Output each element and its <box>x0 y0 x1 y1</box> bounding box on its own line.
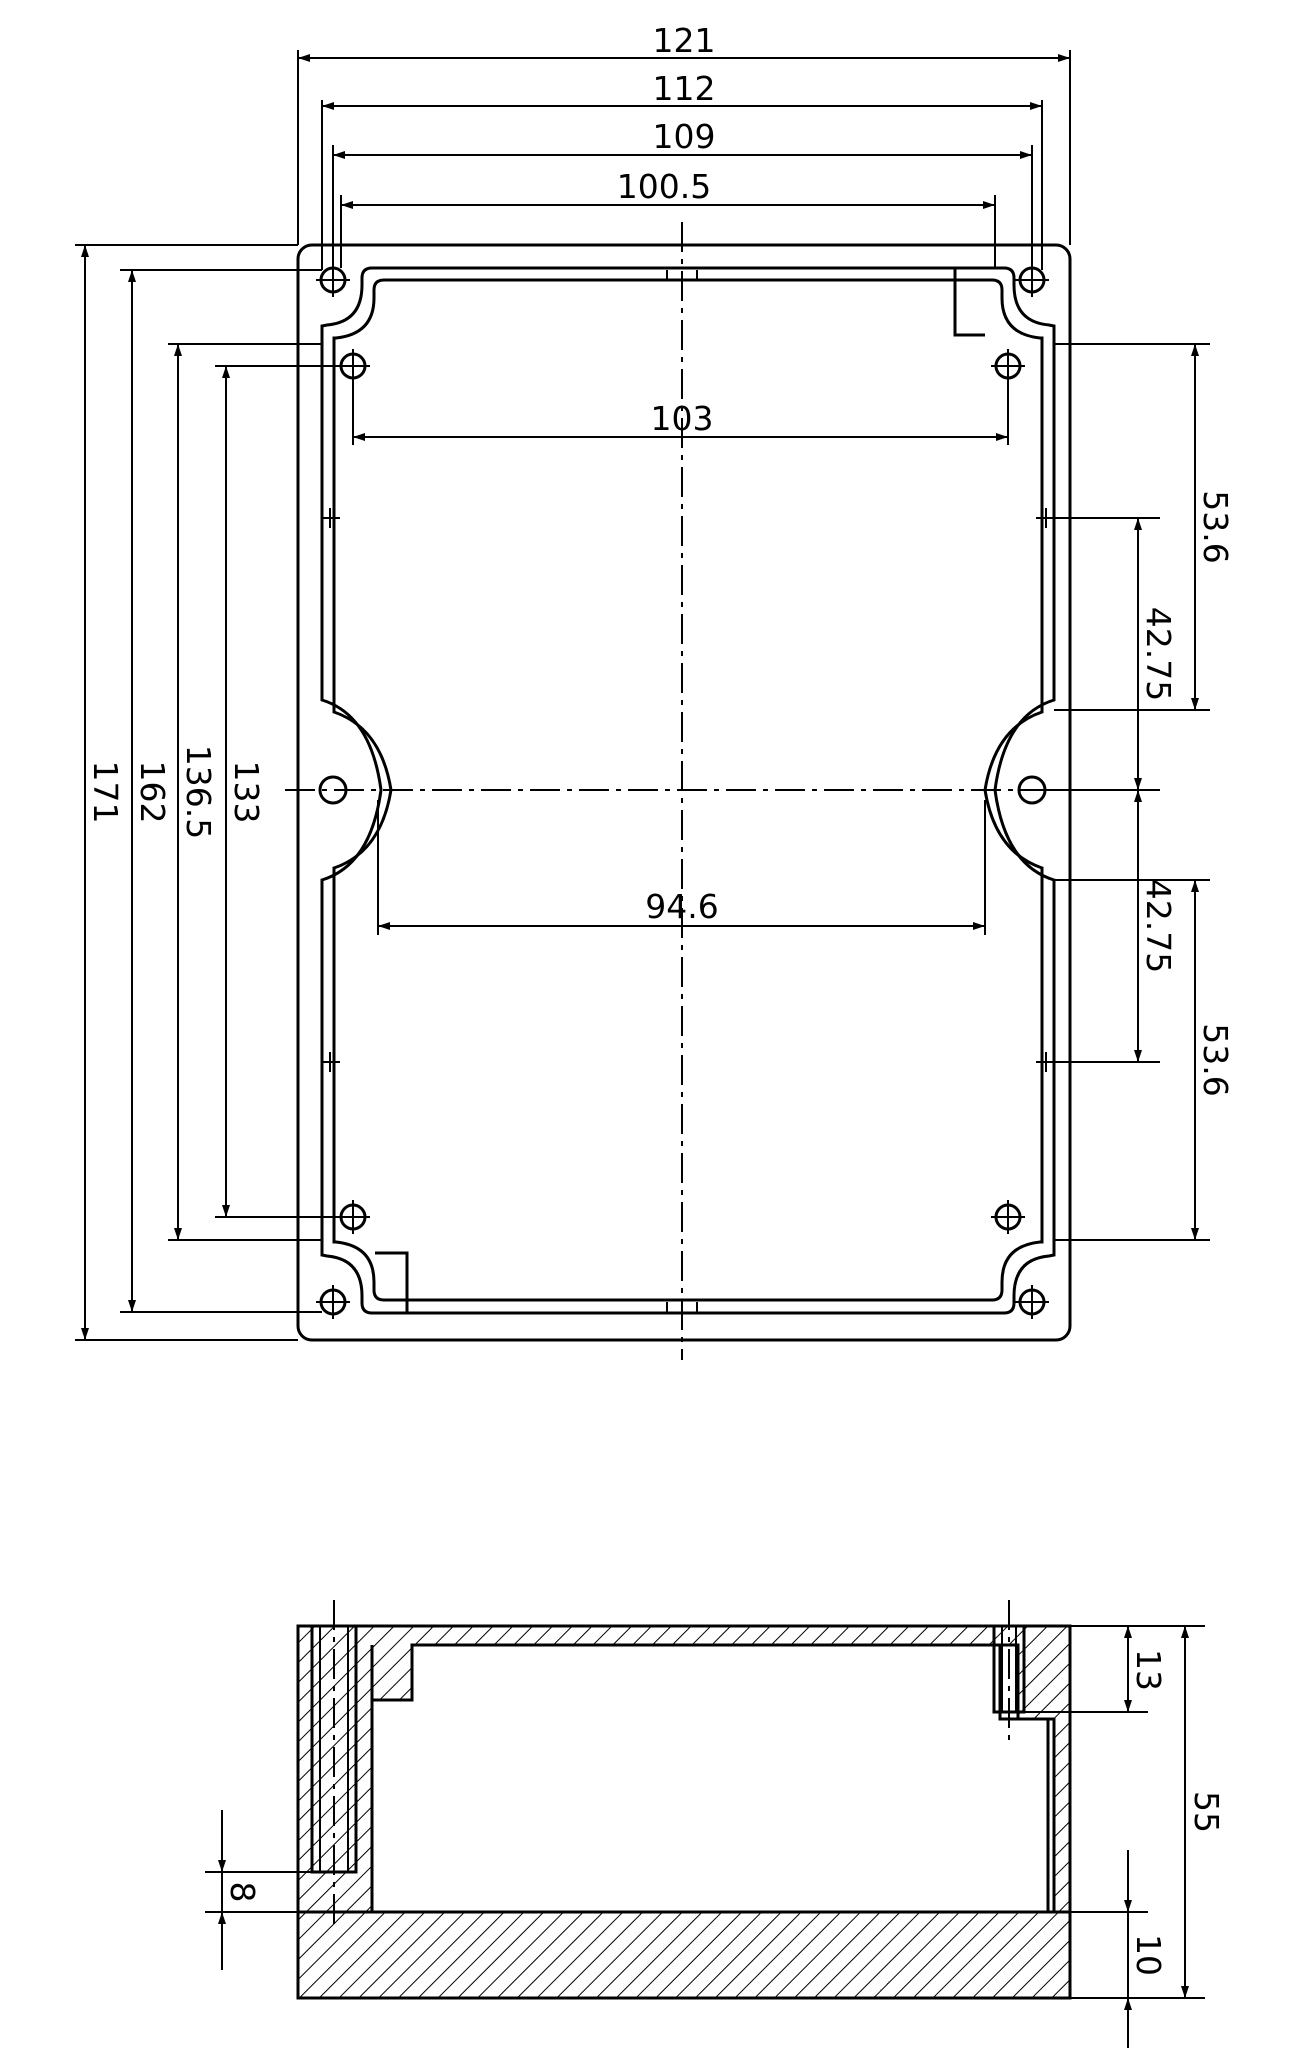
corner-detail-top-right <box>953 268 985 337</box>
dim-label-94-6: 94.6 <box>645 887 718 926</box>
dim-label-171: 171 <box>86 761 125 824</box>
dim-label-8: 8 <box>223 1882 262 1903</box>
corner-detail-bottom-left <box>375 1251 409 1313</box>
dim-label-100-5: 100.5 <box>617 167 711 206</box>
dim-label-55: 55 <box>1187 1791 1226 1833</box>
dim-label-136-5: 136.5 <box>179 745 218 839</box>
dim-label-162: 162 <box>133 761 172 824</box>
cavity-outline <box>370 1643 1050 1914</box>
right-dimension-lines <box>1134 344 1199 1240</box>
extension-lines-top <box>297 50 1071 935</box>
dim-label-42-75-top: 42.75 <box>1139 607 1178 701</box>
left-dimension-lines <box>81 245 230 1340</box>
extension-lines-left <box>75 244 353 1341</box>
enclosure-outline <box>296 243 1072 1342</box>
section-dimension-lines <box>218 1626 1189 2048</box>
top-view: 121 112 109 100.5 103 94.6 171 162 136.5… <box>75 21 1235 1360</box>
mounting-holes <box>316 263 1049 1319</box>
dim-label-121: 121 <box>653 21 716 60</box>
dim-label-103: 103 <box>651 399 714 438</box>
dim-label-133: 133 <box>227 761 266 824</box>
section-view: 13 55 8 10 <box>205 1600 1226 2048</box>
dim-label-13: 13 <box>1129 1649 1168 1691</box>
extension-lines-right <box>1040 343 1210 1241</box>
dim-label-42-75-bottom: 42.75 <box>1139 879 1178 973</box>
dim-label-112: 112 <box>653 69 716 108</box>
section-hatch <box>296 1624 1072 2000</box>
inner-wall-inner-outline <box>332 278 1044 1302</box>
inner-wall-outline <box>320 266 1056 1315</box>
dim-label-109: 109 <box>653 117 716 156</box>
dim-label-53-6-top: 53.6 <box>1196 490 1235 563</box>
dim-label-10: 10 <box>1129 1934 1168 1976</box>
dim-label-53-6-bottom: 53.6 <box>1196 1023 1235 1096</box>
horizontal-dimension-lines <box>298 54 1070 930</box>
